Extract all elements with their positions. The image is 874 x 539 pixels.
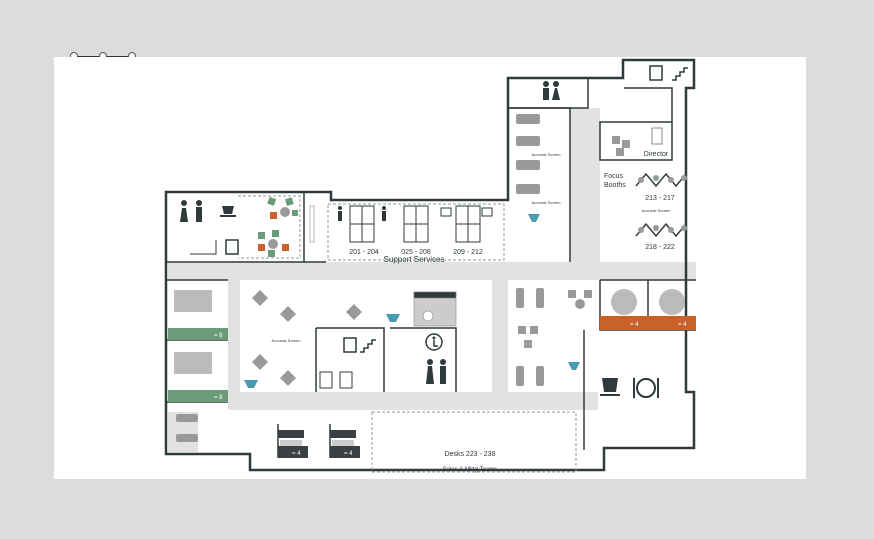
- coffee-cup-icon-left: [220, 206, 236, 217]
- focus-booths-label-line1: Focus: [604, 173, 624, 180]
- capacity-phone-right: = 4: [344, 451, 353, 457]
- support-services-label: Support Services: [384, 255, 445, 264]
- outer-wall: [164, 58, 696, 472]
- washroom-icons-center: [426, 359, 446, 384]
- lounge-right: [516, 288, 592, 386]
- corridors: [168, 108, 696, 452]
- washroom-icons-left: [180, 200, 202, 222]
- sofas-top: [516, 114, 540, 194]
- meeting-room-left-top: [168, 290, 228, 340]
- booth-range-218-222: 218 - 222: [645, 244, 675, 251]
- acoustic-screen-label-4: Acoustic Screen: [272, 338, 301, 343]
- capacity-orange-left: = 4: [630, 322, 639, 328]
- meeting-room-orange-right: [648, 289, 696, 330]
- sofas-left: [176, 414, 198, 442]
- phone-room-right: [330, 430, 360, 458]
- floor-plan: Support Services 201 - 204 025 - 208 209…: [164, 58, 696, 473]
- focus-booth-chairs: [635, 172, 687, 238]
- exit-stair-icon-top: [649, 65, 688, 81]
- acoustic-screen-label-1: Acoustic Screen: [532, 152, 561, 157]
- acoustic-screen-label-3: Acoustic Screen: [642, 208, 671, 213]
- desk-range-205-208: 025 - 208: [401, 249, 431, 256]
- dashed-zones: [238, 195, 577, 473]
- sales-mktg-label: Sales & Mktg Teams: [443, 467, 498, 473]
- phone-room-left: [278, 430, 308, 458]
- meeting-room-orange-left: [600, 289, 648, 330]
- floor-plan-canvas: Support Services 201 - 204 025 - 208 209…: [54, 57, 806, 479]
- desk-range-209-212: 209 - 212: [453, 249, 483, 256]
- lockers: [319, 371, 353, 389]
- booth-range-213-217: 213 - 217: [645, 195, 675, 202]
- breakout-seating-left: [258, 196, 315, 257]
- capacity-orange-right: = 4: [678, 322, 687, 328]
- meeting-room-left-bottom: [168, 352, 228, 402]
- standing-person-icons: [338, 206, 386, 221]
- cafe-tables: [252, 290, 362, 386]
- washroom-icons-top: [543, 81, 560, 100]
- capacity-labels: = 8 = 8 = 4 = 4 = 4 = 4: [214, 322, 687, 457]
- print-area: [413, 291, 457, 327]
- acoustic-screen-label-2: Acoustic Screen: [532, 200, 561, 205]
- water-icons: [244, 214, 580, 388]
- capacity-phone-left: = 4: [292, 451, 301, 457]
- exit-stair-icon-center: [343, 337, 376, 353]
- capacity-meeting-left-bottom: = 8: [214, 395, 223, 401]
- focus-booths-label-line2: Booths: [604, 182, 626, 189]
- accessible-icon: [425, 333, 443, 351]
- capacity-meeting-left-top: = 8: [214, 333, 223, 339]
- labels: Support Services 201 - 204 025 - 208 209…: [272, 151, 675, 473]
- support-desks: [349, 205, 493, 243]
- exit-stair-icon-left: [190, 239, 239, 255]
- cafe-icons: [600, 378, 659, 398]
- desks-223-238-label: Desks 223 - 238: [445, 451, 496, 458]
- director-furniture: [612, 127, 663, 156]
- director-label: Director: [644, 151, 669, 158]
- desk-range-201-204: 201 - 204: [349, 249, 379, 256]
